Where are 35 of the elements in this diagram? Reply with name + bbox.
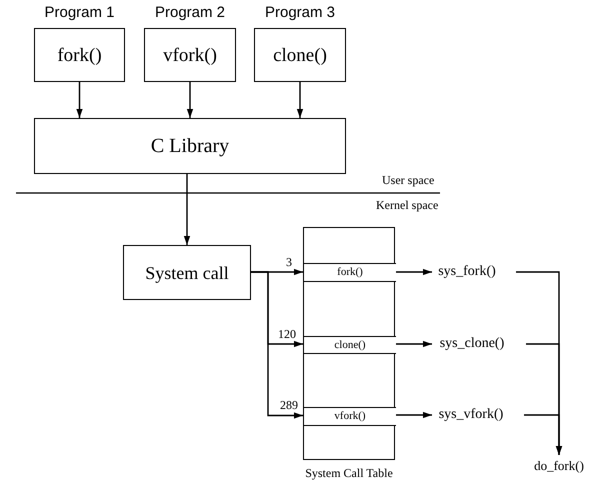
table-caption: System Call Table bbox=[304, 467, 394, 479]
process-box bbox=[123, 245, 251, 300]
node-text: vfork() bbox=[334, 411, 366, 422]
node-text: C Library bbox=[150, 136, 230, 156]
table-row bbox=[304, 407, 396, 426]
arrow bbox=[395, 268, 432, 276]
arrow bbox=[296, 82, 304, 118]
arrow bbox=[395, 340, 432, 348]
program-heading: Program 1 bbox=[43, 5, 116, 20]
table-row bbox=[304, 336, 396, 354]
node-text: sys_vfork() bbox=[438, 408, 504, 422]
arrow bbox=[76, 82, 83, 118]
node-text: fork() bbox=[57, 46, 102, 64]
arrow bbox=[395, 412, 432, 418]
arrow bbox=[186, 82, 194, 118]
node-text: clone() bbox=[334, 340, 366, 350]
arrow bbox=[251, 271, 303, 419]
region-label: Kernel space bbox=[376, 199, 438, 211]
node-text: fork() bbox=[337, 267, 363, 278]
node-text: vfork() bbox=[163, 46, 217, 64]
region-label: User space bbox=[382, 174, 434, 186]
table-row bbox=[304, 263, 396, 282]
node-text: do_fork() bbox=[534, 458, 584, 472]
edge-label: 289 bbox=[280, 399, 298, 411]
node-text: sys_fork() bbox=[438, 265, 496, 279]
arrow bbox=[184, 174, 190, 245]
arrow bbox=[524, 414, 562, 455]
edge-label: 120 bbox=[278, 328, 296, 340]
program-heading: Program 2 bbox=[154, 5, 226, 20]
edge-label: 3 bbox=[286, 256, 292, 268]
process-box bbox=[34, 118, 346, 174]
node-text: System call bbox=[145, 264, 229, 282]
node-text: clone() bbox=[273, 46, 327, 64]
node-text: sys_clone() bbox=[440, 337, 504, 351]
program-heading: Program 3 bbox=[264, 5, 336, 20]
